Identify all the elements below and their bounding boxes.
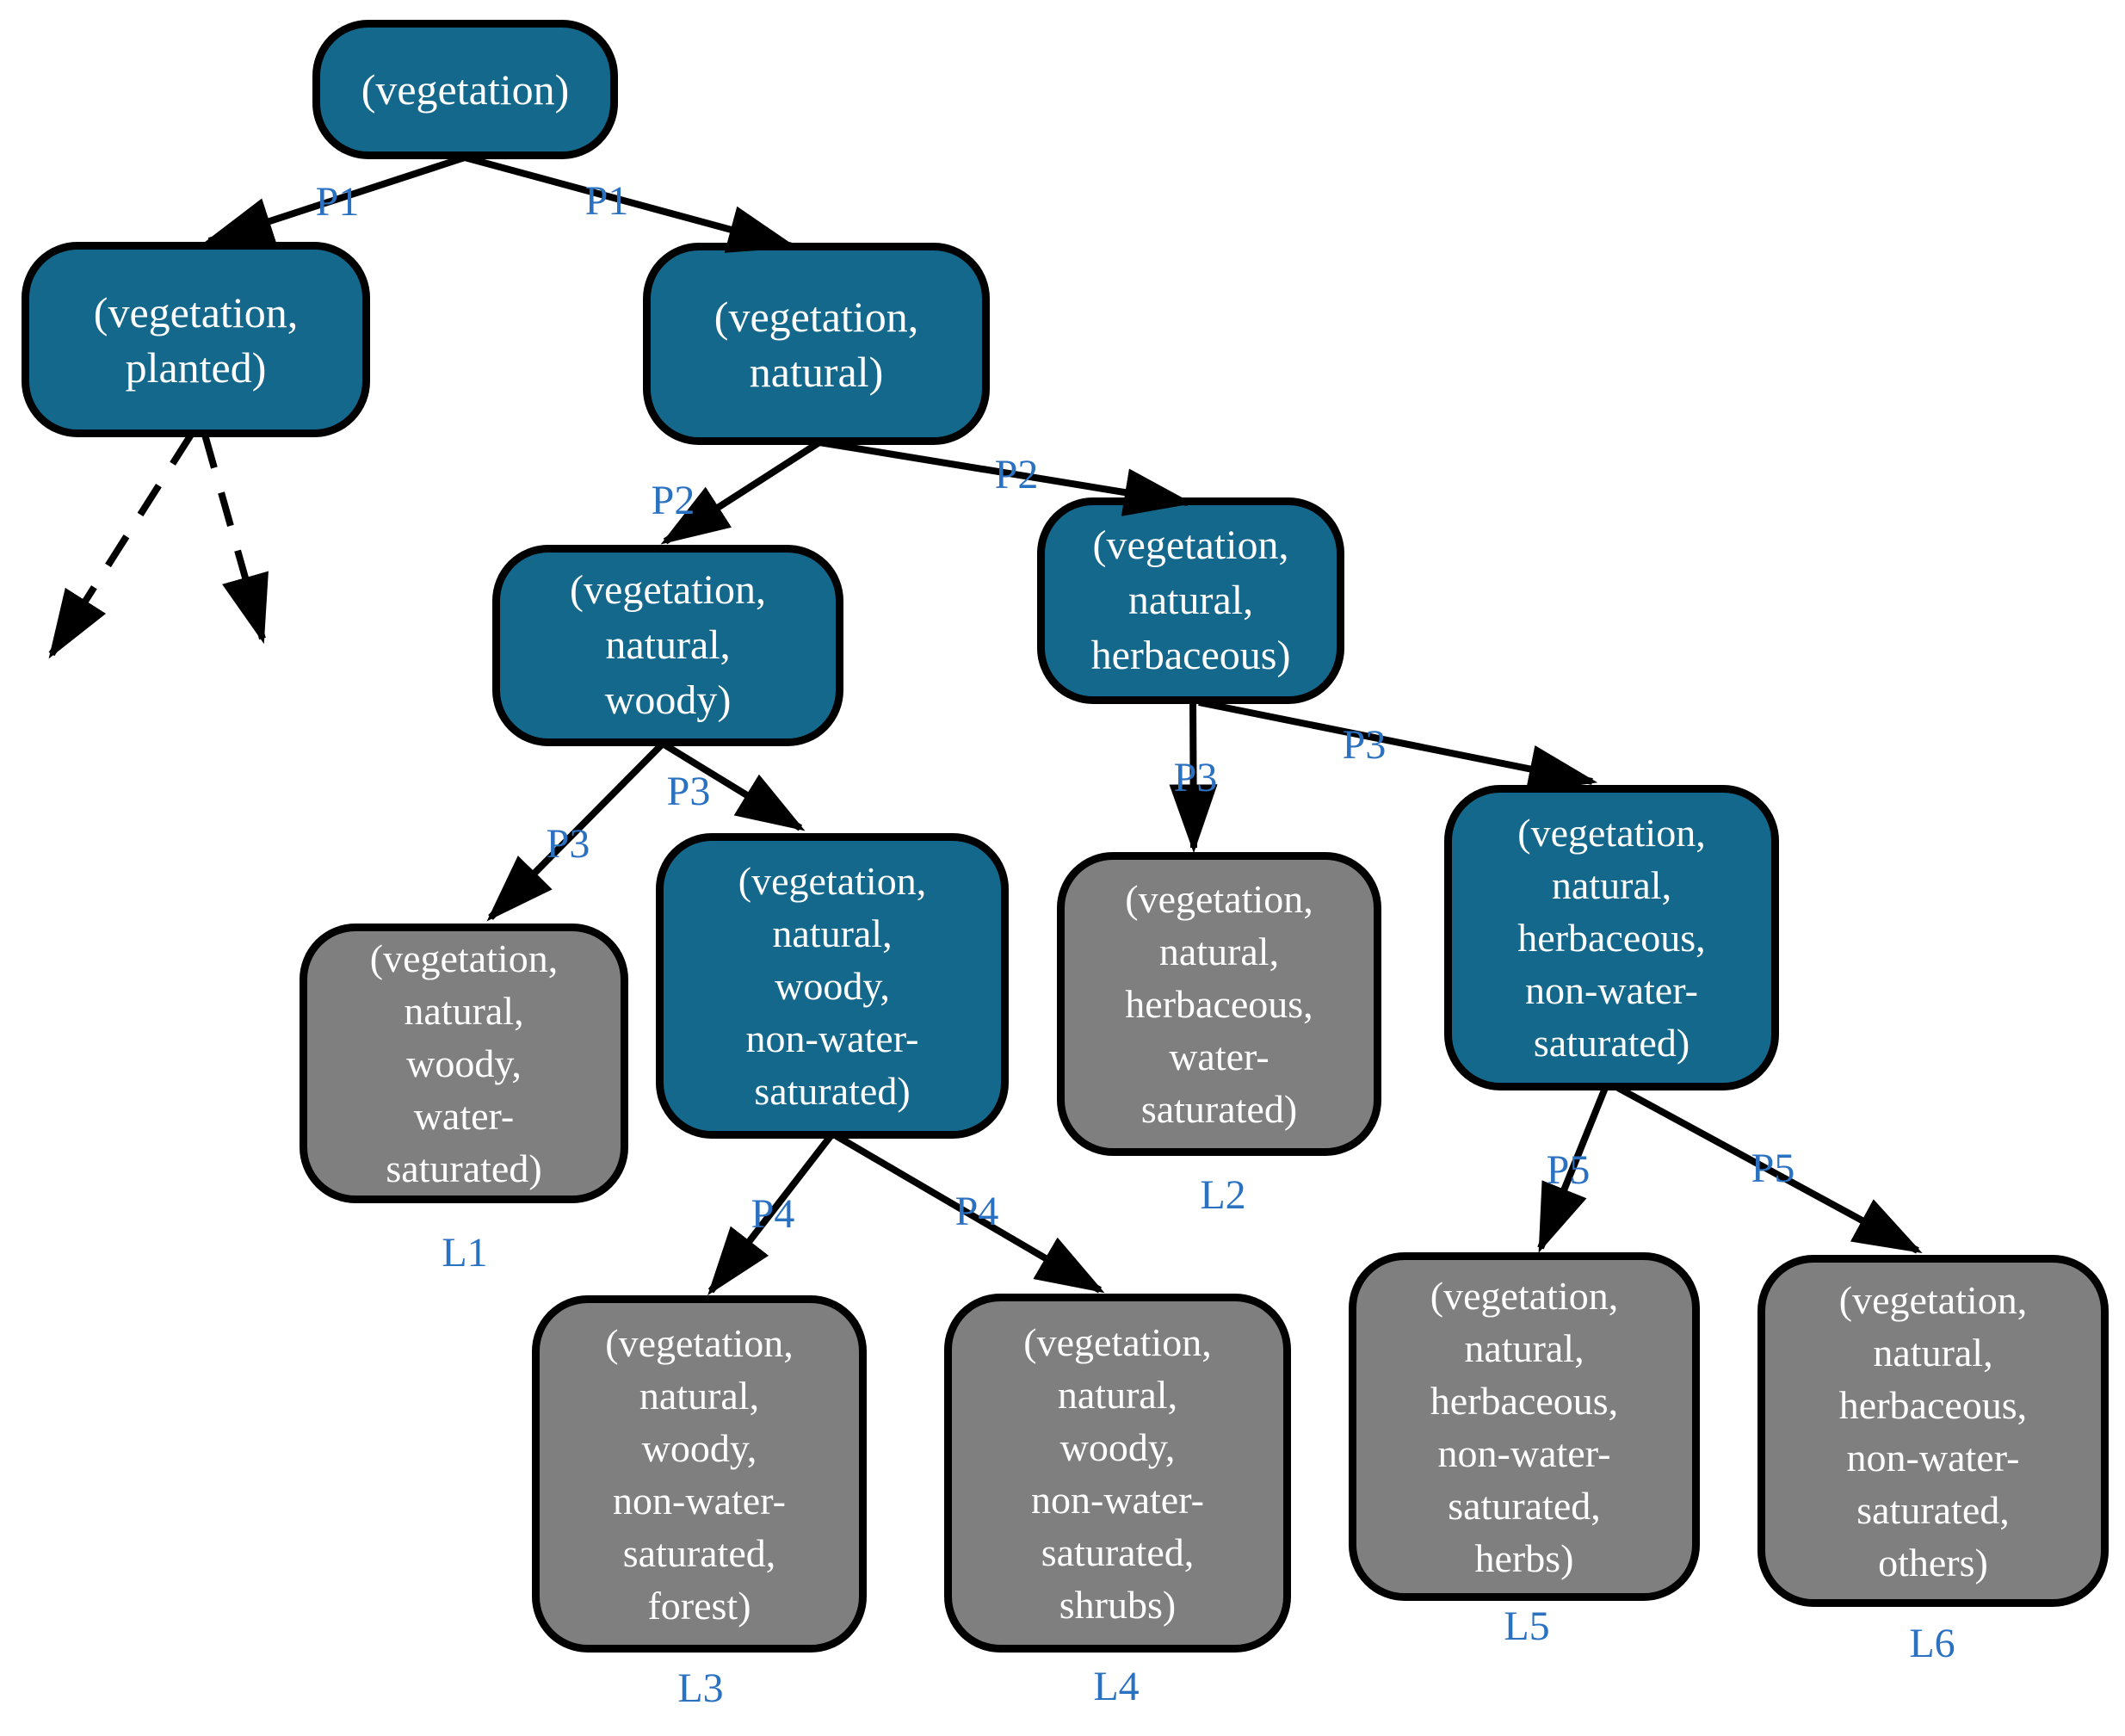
node-vegetation-natural-label: (vegetation, natural) — [713, 292, 919, 396]
node-vegetation-natural: (vegetation, natural) — [643, 243, 990, 445]
node-others: (vegetation, natural, herbaceous, non-wa… — [1757, 1255, 2109, 1607]
node-herbaceous-non-water-saturated-label: (vegetation, natural, herbaceous, non-wa… — [1517, 811, 1706, 1065]
node-shrubs: (vegetation, natural, woody, non-water- … — [944, 1294, 1291, 1653]
node-vegetation-planted: (vegetation, planted) — [22, 242, 370, 437]
node-vegetation-label: (vegetation) — [361, 65, 570, 114]
edge-label-p4-right: P4 — [954, 1189, 999, 1234]
edge-label-p3-herb-right: P3 — [1342, 722, 1387, 768]
node-herbs: (vegetation, natural, herbaceous, non-wa… — [1349, 1252, 1700, 1601]
node-woody-non-water-saturated-label: (vegetation, natural, woody, non-water- … — [738, 859, 927, 1113]
node-herbaceous-water-saturated-label: (vegetation, natural, herbaceous, water-… — [1125, 877, 1313, 1131]
node-vegetation-natural-herbaceous-label: (vegetation, natural, herbaceous) — [1090, 522, 1291, 678]
leaf-label-l6: L6 — [1909, 1621, 1955, 1666]
edge-label-p3-woody-left: P3 — [546, 821, 590, 867]
edge-planted-dashed-right — [201, 433, 269, 645]
leaf-label-l1: L1 — [442, 1230, 488, 1276]
node-woody-water-saturated: (vegetation, natural, woody, water- satu… — [300, 924, 628, 1203]
edge-label-p5-right: P5 — [1751, 1146, 1795, 1191]
node-woody-non-water-saturated: (vegetation, natural, woody, non-water- … — [656, 833, 1009, 1139]
edge-label-p3-herb-down: P3 — [1173, 755, 1218, 800]
node-herbaceous-water-saturated: (vegetation, natural, herbaceous, water-… — [1057, 852, 1381, 1156]
leaf-label-l5: L5 — [1504, 1603, 1550, 1649]
leaf-label-l2: L2 — [1200, 1172, 1246, 1218]
node-vegetation-natural-woody-label: (vegetation, natural, woody) — [570, 567, 766, 723]
edge-label-p4-left: P4 — [751, 1191, 795, 1237]
edge-herbaceous-to-non-water-saturated — [1198, 699, 1598, 793]
node-woody-water-saturated-label: (vegetation, natural, woody, water- satu… — [369, 936, 559, 1190]
node-forest-label: (vegetation, natural, woody, non-water- … — [605, 1320, 794, 1628]
edge-label-p2-left: P2 — [651, 478, 695, 523]
edge-planted-dashed-left — [48, 432, 195, 659]
node-vegetation-natural-herbaceous: (vegetation, natural, herbaceous) — [1037, 497, 1344, 704]
node-vegetation: (vegetation) — [312, 20, 618, 159]
node-others-label: (vegetation, natural, herbaceous, non-wa… — [1838, 1277, 2028, 1585]
leaf-label-l4: L4 — [1093, 1664, 1140, 1709]
leaf-label-l3: L3 — [677, 1665, 724, 1711]
node-forest: (vegetation, natural, woody, non-water- … — [532, 1295, 867, 1653]
node-herbaceous-non-water-saturated: (vegetation, natural, herbaceous, non-wa… — [1444, 785, 1779, 1090]
edge-label-p1-right: P1 — [584, 178, 629, 224]
node-vegetation-planted-label: (vegetation, planted) — [93, 287, 299, 392]
edge-label-p1-left: P1 — [315, 179, 360, 225]
node-herbs-label: (vegetation, natural, herbaceous, non-wa… — [1430, 1273, 1619, 1580]
edge-label-p2-right: P2 — [994, 452, 1039, 497]
node-vegetation-natural-woody: (vegetation, natural, woody) — [492, 545, 843, 746]
edge-label-p3-woody-right: P3 — [666, 769, 711, 814]
edge-label-p5-left: P5 — [1546, 1147, 1591, 1193]
node-shrubs-label: (vegetation, natural, woody, non-water- … — [1023, 1319, 1212, 1627]
